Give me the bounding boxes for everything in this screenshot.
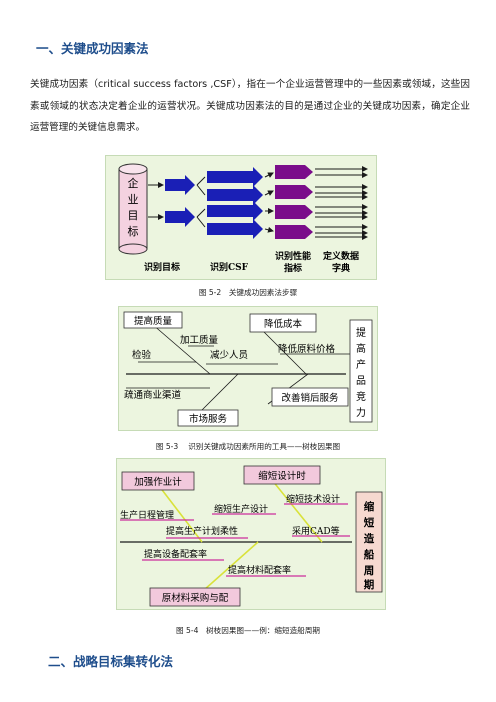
label-cad: 采用CAD等	[292, 525, 340, 537]
label-identify-csf: 识别CSF	[210, 261, 249, 273]
figure-5-2: 企 业 目 标	[105, 155, 377, 280]
stage-labels: 识别目标 识别CSF 识别性能 指标 定义数据 字典	[144, 250, 359, 274]
stage2-blue-arrows	[207, 167, 263, 239]
label-tech-design: 缩短技术设计	[286, 493, 340, 505]
figure-5-3-diagram: 提高质量 降低成本 市场服务 改善销后服务 加工质量 检验 减少人员 降低原料价…	[118, 306, 378, 431]
result-column: 提 高 产 品 竞 力	[356, 327, 366, 419]
cylinder-char: 标	[128, 224, 139, 238]
label-mat-rate: 提高材料配套率	[228, 564, 291, 576]
intro-paragraph: 关键成功因素（critical success factors ,CSF），指在…	[30, 79, 470, 133]
box-design: 缩短设计时	[258, 470, 306, 482]
label-schedule: 生产日程管理	[120, 509, 174, 521]
label-flex: 提高生产计划柔性	[166, 525, 238, 537]
box-material: 原材料采购与配	[162, 592, 229, 604]
section-heading-1: 一、关键成功因素法	[36, 41, 149, 56]
result-char: 缩	[364, 500, 375, 513]
result-column: 缩 短 造 船 周 期	[364, 500, 375, 591]
figure-5-2-diagram: 企 业 目 标	[105, 155, 377, 280]
cylinder-char: 目	[128, 209, 139, 222]
result-char: 期	[364, 578, 375, 591]
result-char: 短	[364, 516, 375, 529]
box-plan: 加强作业计	[134, 476, 182, 488]
result-char: 产	[356, 358, 366, 371]
result-char: 船	[364, 548, 375, 561]
cylinder-char: 企	[128, 176, 139, 190]
section-heading-2: 二、战略目标集转化法	[48, 654, 174, 669]
figure-5-3: 提高质量 降低成本 市场服务 改善销后服务 加工质量 检验 减少人员 降低原料价…	[118, 306, 378, 431]
label-prod-design: 缩短生产设计	[214, 503, 268, 515]
branch-lines	[196, 176, 206, 228]
connector-arrows	[148, 182, 164, 220]
label-identify-perf: 识别性能	[275, 250, 311, 262]
cause-boxes	[121, 465, 383, 607]
box-quality: 提高质量	[134, 315, 173, 327]
caption-figure-5-3: 图 5-3 识别关键成功因素所用的工具——树枝因果图	[155, 442, 341, 451]
box-market: 市场服务	[189, 413, 228, 425]
result-char: 品	[356, 375, 366, 387]
stage3-purple-bars	[275, 165, 313, 239]
diagonal-branches	[155, 479, 323, 591]
label-inspection: 检验	[132, 349, 152, 361]
label-indicators: 指标	[284, 262, 302, 274]
result-char: 提	[356, 327, 366, 339]
figure-5-4: 加强作业计 缩短设计时 原材料采购与配 缩短技术设计 缩短生产设计 生产日程管理…	[116, 458, 386, 610]
box-cost: 降低成本	[264, 318, 303, 330]
result-char: 力	[356, 406, 366, 419]
label-identify-goals: 识别目标	[144, 261, 180, 273]
label-material-price: 降低原料价格	[278, 343, 336, 355]
figure-5-4-diagram: 加强作业计 缩短设计时 原材料采购与配 缩短技术设计 缩短生产设计 生产日程管理…	[116, 458, 386, 610]
label-define-data: 定义数据	[322, 250, 359, 262]
cause-boxes	[123, 311, 373, 427]
fig3-texts: 提高质量 降低成本 市场服务 改善销后服务 加工质量 检验 减少人员 降低原料价…	[124, 315, 339, 425]
box-service: 改善销后服务	[281, 392, 339, 404]
label-equip: 提高设备配套率	[144, 548, 207, 560]
stage1-blue-arrows	[165, 175, 195, 227]
result-char: 造	[364, 532, 375, 545]
caption-figure-5-2: 图 5-2 关键成功因素法步骤	[198, 288, 298, 297]
label-channel: 疏通商业渠道	[124, 389, 182, 401]
label-reduce-staff: 减少人员	[210, 349, 248, 361]
result-char: 周	[364, 565, 375, 577]
goal-cylinder: 企 业 目 标	[118, 163, 148, 255]
caption-figure-5-4: 图 5-4 树枝因果图——例：缩短造船周期	[176, 626, 320, 635]
fig4-texts: 加强作业计 缩短设计时 原材料采购与配 缩短技术设计 缩短生产设计 生产日程管理…	[120, 470, 340, 604]
stage3-connectors	[264, 172, 274, 233]
result-char: 高	[356, 342, 366, 355]
cause-underlines	[120, 503, 350, 577]
label-process-quality: 加工质量	[180, 334, 219, 346]
result-char: 竞	[356, 390, 366, 403]
cylinder-char: 业	[128, 193, 139, 206]
output-lines	[315, 166, 368, 240]
label-dictionary: 字典	[332, 262, 350, 274]
